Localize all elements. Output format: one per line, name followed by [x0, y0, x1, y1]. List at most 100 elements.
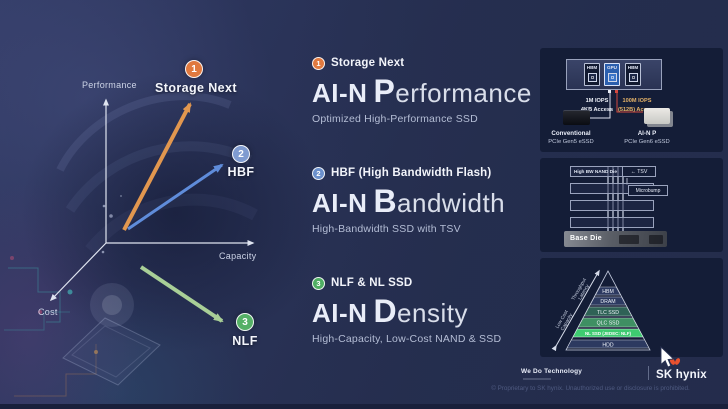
high-bw-nand-die-label: High BW NAND Die	[574, 169, 617, 174]
mouse-cursor	[660, 345, 675, 368]
section-1-eyebrow: 1 Storage Next	[312, 56, 537, 70]
chart-badge-3: 3	[236, 313, 254, 331]
chart-badge-2: 2	[232, 145, 250, 163]
panel-hbf-stack-diagram: High BW NAND Die ← TSV Microbump Base Di…	[540, 158, 723, 252]
section-1-title-pre: AI-N	[312, 78, 368, 108]
pyramid-label-tlc: TLC SSD	[597, 310, 619, 316]
conventional-ssd-image	[563, 110, 590, 125]
base-die-texture	[649, 235, 663, 244]
hbm-chip-left: HBM	[584, 63, 600, 86]
vector-nlf	[139, 265, 224, 323]
disclaimer-text: © Proprietary to SK hynix. Unauthorized …	[491, 385, 690, 392]
axis-label-capacity: Capacity	[219, 251, 257, 261]
conventional-caption-sub: PCIe Gen5 eSSD	[548, 139, 594, 146]
conventional-caption: Conventional PCIe Gen5 eSSD	[536, 129, 606, 147]
section-3-subtitle: High-Capacity, Low-Cost NAND & SSD	[312, 333, 502, 345]
gpu-board: HBM GPU HBM	[566, 59, 662, 90]
hbm-chip-right-label: HBM	[627, 65, 639, 70]
pyramid-axis-up-label: Throughput Latency	[570, 277, 591, 302]
section-2-eyebrow: 2 HBF (High Bandwidth Flash)	[312, 166, 537, 180]
pyramid-chart: HBM DRAM TLC SSD QLC SSD NL SSD (JEDEC: …	[551, 269, 651, 352]
pyramid-label-qlc: QLC SSD	[597, 321, 620, 327]
section-3-badge-number: 3	[316, 278, 321, 288]
ain-p-ssd-image	[644, 108, 670, 124]
chart-badge-1: 1	[185, 60, 203, 78]
chart-label-storage-next: Storage Next	[155, 81, 237, 95]
base-die: Base Die	[564, 231, 667, 247]
section-1-title-initial: P	[373, 73, 396, 109]
nand-die-row-3	[570, 200, 654, 211]
section-2-title-rest: andwidth	[397, 188, 506, 218]
chart-label-hbf: HBF	[227, 165, 255, 179]
section-1-eyebrow-label: Storage Next	[331, 57, 405, 69]
slogan-subline	[523, 378, 551, 380]
pyramid-tradeoff-arrow	[551, 269, 600, 352]
gpu-chip-label: GPU	[607, 65, 617, 70]
slogan-text: We Do Technology	[521, 368, 583, 375]
connector-dot-white	[608, 90, 611, 93]
footer-divider	[648, 366, 649, 380]
pyramid-label-hbm: HBM	[602, 289, 614, 295]
ain-p-caption: AI-N P PCIe Gen6 eSSD	[612, 129, 682, 147]
section-1-title-rest: erformance	[395, 78, 532, 108]
vector-hbf	[127, 163, 224, 231]
section-2-eyebrow-label: HBF (High Bandwidth Flash)	[331, 167, 492, 179]
base-die-label: Base Die	[570, 235, 602, 242]
connector-dot-red	[615, 90, 618, 93]
chart-badge-3-number: 3	[242, 316, 248, 328]
pyramid-label-hdd: HDD	[602, 343, 613, 349]
section-3-title-pre: AI-N	[312, 298, 368, 328]
panel-memory-pyramid: HBM DRAM TLC SSD QLC SSD NL SSD (JEDEC: …	[540, 258, 723, 357]
ain-p-caption-title: AI-N P	[637, 130, 657, 137]
section-2-title-initial: B	[373, 183, 398, 219]
sk-butterfly-icon	[669, 358, 681, 365]
section-3-title-rest: ensity	[397, 298, 468, 328]
section-2-subtitle: High-Bandwidth SSD with TSV	[312, 223, 461, 235]
section-3-eyebrow-label: NLF & NL SSD	[331, 277, 413, 289]
nand-die-row-4	[570, 217, 654, 228]
vector-storage-next	[122, 102, 192, 231]
section-1-badge-number: 1	[316, 58, 321, 68]
pyramid-label-dram: DRAM	[600, 299, 615, 305]
section-3-title-initial: D	[373, 293, 398, 329]
ain-p-iops: 100M IOPS	[622, 98, 652, 104]
microbump-label-box: Microbump	[628, 185, 668, 196]
hbm-chip-right: HBM	[625, 63, 641, 86]
section-3-eyebrow: 3 NLF & NL SSD	[312, 276, 537, 290]
gpu-chip: GPU	[604, 63, 620, 86]
section-1-badge: 1	[312, 56, 325, 70]
axis-label-cost: Cost	[38, 307, 58, 317]
ain-p-access: (512B) Access	[617, 106, 657, 113]
ain-p-metric: 100M IOPS (512B) Access	[609, 97, 665, 115]
access-path-lines	[590, 93, 643, 119]
section-1-subtitle: Optimized High-Performance SSD	[312, 113, 478, 125]
chart-label-nlf: NLF	[232, 334, 258, 348]
hbm-die-icon	[587, 72, 597, 82]
sk-hynix-logo-text: SK hynix	[656, 369, 707, 381]
base-die-texture	[619, 235, 639, 244]
panel-gpu-access-diagram: HBM GPU HBM 1M IOPS 4KB Access 100M IOPS…	[540, 48, 723, 152]
pyramid-axis-down-label: Low Cost Capacity	[555, 309, 575, 332]
conventional-caption-title: Conventional	[551, 130, 591, 137]
chart-axes	[49, 98, 255, 302]
pyramid-label-nlssd: NL SSD (JEDEC: NLF)	[585, 331, 632, 336]
gpu-die-icon	[607, 72, 617, 82]
bottom-edge-bar	[0, 404, 728, 409]
tsv-label-box: ← TSV	[622, 166, 656, 177]
conventional-iops: 1M IOPS	[585, 98, 609, 104]
chart-badge-1-number: 1	[191, 63, 197, 75]
hbm-die-icon	[628, 72, 638, 82]
hbm-chip-left-label: HBM	[586, 65, 598, 70]
conventional-access: 4KB Access	[580, 106, 614, 113]
ain-p-caption-sub: PCIe Gen6 eSSD	[624, 139, 670, 146]
section-2-badge: 2	[312, 166, 325, 180]
section-2-title-pre: AI-N	[312, 188, 368, 218]
section-2-badge-number: 2	[316, 168, 321, 178]
conventional-metric: 1M IOPS 4KB Access	[569, 97, 625, 115]
